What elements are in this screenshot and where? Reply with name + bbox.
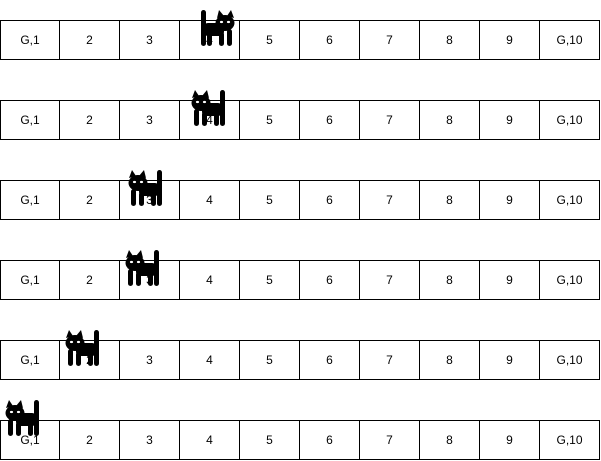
cell-1: G,1 bbox=[0, 260, 60, 300]
cat-icon bbox=[196, 8, 236, 48]
cell-2: 2 bbox=[60, 100, 120, 140]
cell-6: 6 bbox=[300, 340, 360, 380]
cell-10: G,10 bbox=[540, 260, 600, 300]
cell-8: 8 bbox=[420, 420, 480, 460]
cell-5: 5 bbox=[240, 100, 300, 140]
cell-7: 7 bbox=[360, 260, 420, 300]
cat-icon bbox=[127, 168, 167, 208]
cell-10: G,10 bbox=[540, 180, 600, 220]
cell-2: 2 bbox=[60, 20, 120, 60]
cell-10: G,10 bbox=[540, 420, 600, 460]
cell-10: G,10 bbox=[540, 20, 600, 60]
cell-4: 4 bbox=[180, 180, 240, 220]
cell-6: 6 bbox=[300, 20, 360, 60]
cell-7: 7 bbox=[360, 340, 420, 380]
cell-3: 3 bbox=[120, 340, 180, 380]
cell-7: 7 bbox=[360, 180, 420, 220]
cell-2: 2 bbox=[60, 180, 120, 220]
cat-icon bbox=[4, 398, 44, 438]
cell-9: 9 bbox=[480, 260, 540, 300]
cell-5: 5 bbox=[240, 20, 300, 60]
cell-2: 2 bbox=[60, 260, 120, 300]
cell-1: G,1 bbox=[0, 340, 60, 380]
cell-5: 5 bbox=[240, 260, 300, 300]
cell-7: 7 bbox=[360, 100, 420, 140]
cell-1: G,1 bbox=[0, 20, 60, 60]
cell-5: 5 bbox=[240, 420, 300, 460]
cell-4: 4 bbox=[180, 340, 240, 380]
cat-icon bbox=[124, 248, 164, 288]
cell-10: G,10 bbox=[540, 340, 600, 380]
cell-7: 7 bbox=[360, 20, 420, 60]
cell-9: 9 bbox=[480, 180, 540, 220]
cell-8: 8 bbox=[420, 100, 480, 140]
cat-icon bbox=[190, 88, 230, 128]
cell-9: 9 bbox=[480, 420, 540, 460]
cell-3: 3 bbox=[120, 420, 180, 460]
cell-9: 9 bbox=[480, 100, 540, 140]
cell-5: 5 bbox=[240, 340, 300, 380]
cell-7: 7 bbox=[360, 420, 420, 460]
cell-9: 9 bbox=[480, 340, 540, 380]
cell-1: G,1 bbox=[0, 100, 60, 140]
cell-10: G,10 bbox=[540, 100, 600, 140]
cell-5: 5 bbox=[240, 180, 300, 220]
cell-4: 4 bbox=[180, 420, 240, 460]
cell-6: 6 bbox=[300, 180, 360, 220]
cell-9: 9 bbox=[480, 20, 540, 60]
cell-3: 3 bbox=[120, 100, 180, 140]
cell-6: 6 bbox=[300, 260, 360, 300]
cell-4: 4 bbox=[180, 260, 240, 300]
cell-8: 8 bbox=[420, 340, 480, 380]
cell-2: 2 bbox=[60, 420, 120, 460]
cell-6: 6 bbox=[300, 100, 360, 140]
cell-6: 6 bbox=[300, 420, 360, 460]
cell-8: 8 bbox=[420, 260, 480, 300]
cell-8: 8 bbox=[420, 20, 480, 60]
cat-icon bbox=[64, 328, 104, 368]
cell-1: G,1 bbox=[0, 180, 60, 220]
cell-3: 3 bbox=[120, 20, 180, 60]
cell-8: 8 bbox=[420, 180, 480, 220]
